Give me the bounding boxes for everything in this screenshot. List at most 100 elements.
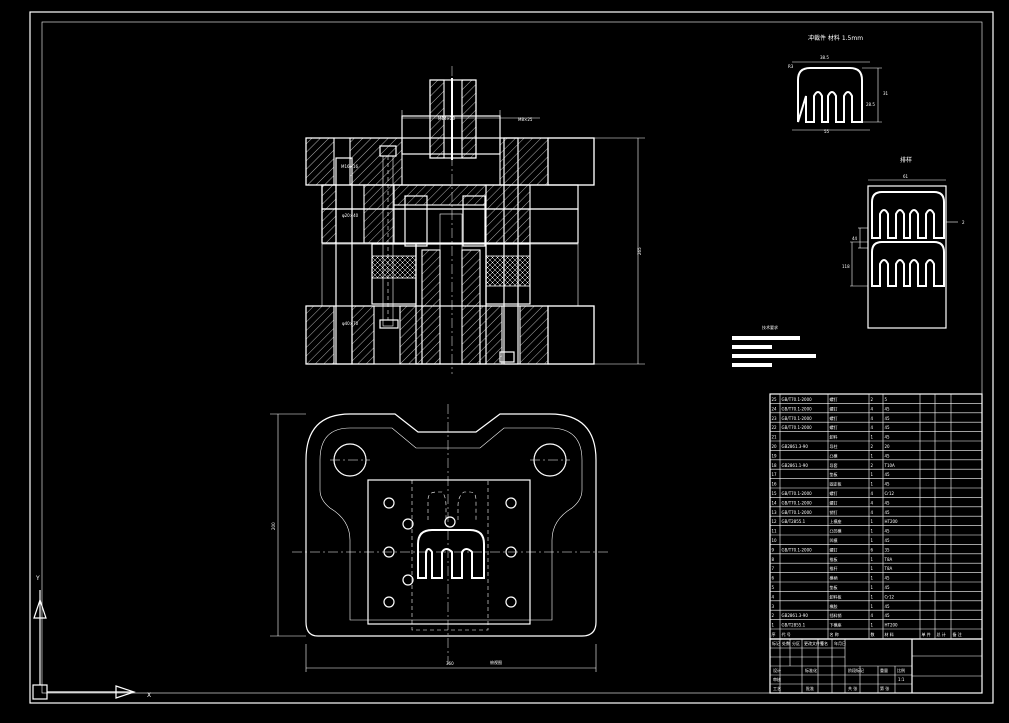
bom-cell-name: 螺钉 [830,396,838,402]
bom-cell-qty: 1 [871,472,874,477]
ucs-x-label: X [147,692,151,699]
dim-part-w: 55 [824,129,830,134]
bom-cell-qty: 1 [871,435,874,440]
bom-cell-no: 22 [772,425,778,430]
bom-cell-mat: HT200 [885,519,899,524]
bom-cell-mat: 45 [885,529,891,534]
bom-cell-name: 螺钉 [830,415,838,421]
bom-cell-name: 垫板 [830,584,838,590]
title-block: 设计 审核 工艺 标准化 阶段标记 重量 比例 1:1 批准 共 张 第 张 标… [769,638,983,694]
dim-side-height: 265 [637,247,642,255]
bom-cell-name: 凸凹模 [830,528,842,534]
bom-cell-mat: 45 [885,604,891,609]
bom-cell-qty: 1 [871,519,874,524]
bom-cell-no: 11 [772,529,778,534]
bom-cell-mat: 45 [885,613,891,618]
dim-strip-w: 61 [903,174,909,179]
bom-cell-name: 推杆 [830,565,838,571]
dim-plan-width: 360 [446,661,454,666]
bom-cell-std: GB/T70.1-2000 [782,500,813,505]
workpiece-label: 冲裁件 材料 1.5mm [808,34,863,42]
bom-cell-qty: 2 [871,397,874,402]
bom-cell-mat: 45 [885,482,891,487]
bom-header-wt: 单 件 [922,631,931,637]
dim-strip-p1: 44 [852,236,858,241]
bom-cell-mat: 35 [885,547,891,552]
bom-cell-std: GB/T70.1-2000 [782,547,813,552]
ucs-y-label: Y [35,575,40,582]
dim-part-h1: 31 [883,91,889,96]
bom-cell-mat: 45 [885,585,891,590]
bom-cell-name: 螺钉 [830,546,838,552]
bom-cell-name: 卸料板 [830,593,842,599]
bom-cell-qty: 2 [871,463,874,468]
bom-cell-no: 3 [772,604,775,609]
bom-cell-no: 6 [772,576,775,581]
bom-cell-qty: 4 [871,510,874,515]
bom-cell-qty: 1 [871,604,874,609]
bom-cell-name: 推板 [830,556,838,562]
bom-cell-no: 14 [772,500,778,505]
bom-cell-name: 凹模 [830,537,838,543]
bom-cell-qty: 4 [871,406,874,411]
bom-cell-mat: 45 [885,406,891,411]
bom-cell-no: 23 [772,416,778,421]
bom-cell-std: GB/T70.1-2000 [782,425,813,430]
bom-cell-qty: 1 [871,557,874,562]
bom-header-name: 名 称 [830,631,839,637]
bom-cell-std: GB/T70.1-2000 [782,491,813,496]
bom-header-mat: 材 料 [885,631,894,637]
tb-sign: 签名 [820,640,828,646]
bom-cell-no: 15 [772,491,778,496]
bom-cell-no: 10 [772,538,778,543]
dim-plan-height: 200 [271,522,276,530]
bom-cell-name: 模柄 [830,575,838,581]
drawing-frame [29,11,994,704]
bom-cell-no: 20 [772,444,778,449]
bom-cell-mat: 45 [885,416,891,421]
bom-cell-no: 5 [772,585,775,590]
bom-cell-no: 1 [772,623,775,628]
bom-cell-no: 4 [772,594,775,599]
bom-cell-name: 螺钉 [830,490,838,496]
tb-count: 处数 [782,640,790,646]
plan-view: 360 200 俯视图 [270,404,608,672]
bom-cell-mat: T8A [884,557,893,562]
bom-cell-qty: 1 [871,482,874,487]
dim-part-h2: 28.5 [866,102,875,107]
dim-section-a: M16×16 [341,164,358,169]
dim-section-d: φ40×70 [342,321,359,326]
bom-cell-name: 螺钉 [830,499,838,505]
bom-cell-no: 2 [772,613,775,618]
bom-cell-qty: 1 [871,576,874,581]
bom-cell-mat: HT200 [885,623,899,628]
bom-cell-mat: 45 [885,453,891,458]
bom-cell-mat: 45 [885,435,891,440]
tb-sheet-no: 第 张 [880,685,889,691]
tb-zone: 分区 [792,640,800,646]
bom-cell-mat: Cr12 [885,594,895,599]
bom-cell-qty: 4 [871,425,874,430]
bom-cell-qty: 4 [871,416,874,421]
bom-cell-no: 8 [772,557,775,562]
tb-change-doc: 更改文件号 [804,640,824,646]
bom-cell-std: GB/T70.1-2000 [782,510,813,515]
bom-cell-no: 16 [772,482,778,487]
tb-stage: 阶段标记 [848,667,864,673]
bom-cell-mat: 45 [885,425,891,430]
bom-header-tot: 总 计 [937,631,946,637]
bom-cell-no: 18 [772,463,778,468]
bom-cell-mat: 45 [885,538,891,543]
bom-cell-no: 25 [772,397,778,402]
plan-view-label: 俯视图 [490,659,502,665]
workpiece-view: 冲裁件 材料 1.5mm 38.5 55 31 28.5 R3 [788,34,889,134]
dim-section-c: φ20×40 [342,213,359,218]
bom-cell-mat: 45 [885,510,891,515]
tb-design: 设计 [773,667,781,673]
tb-standard: 标准化 [805,667,817,673]
bom-cell-qty: 2 [871,444,874,449]
bom-cell-mat: T10A [884,463,896,468]
tb-approve: 批准 [806,685,814,691]
bom-cell-no: 17 [772,472,778,477]
tb-process: 工艺 [773,686,781,691]
